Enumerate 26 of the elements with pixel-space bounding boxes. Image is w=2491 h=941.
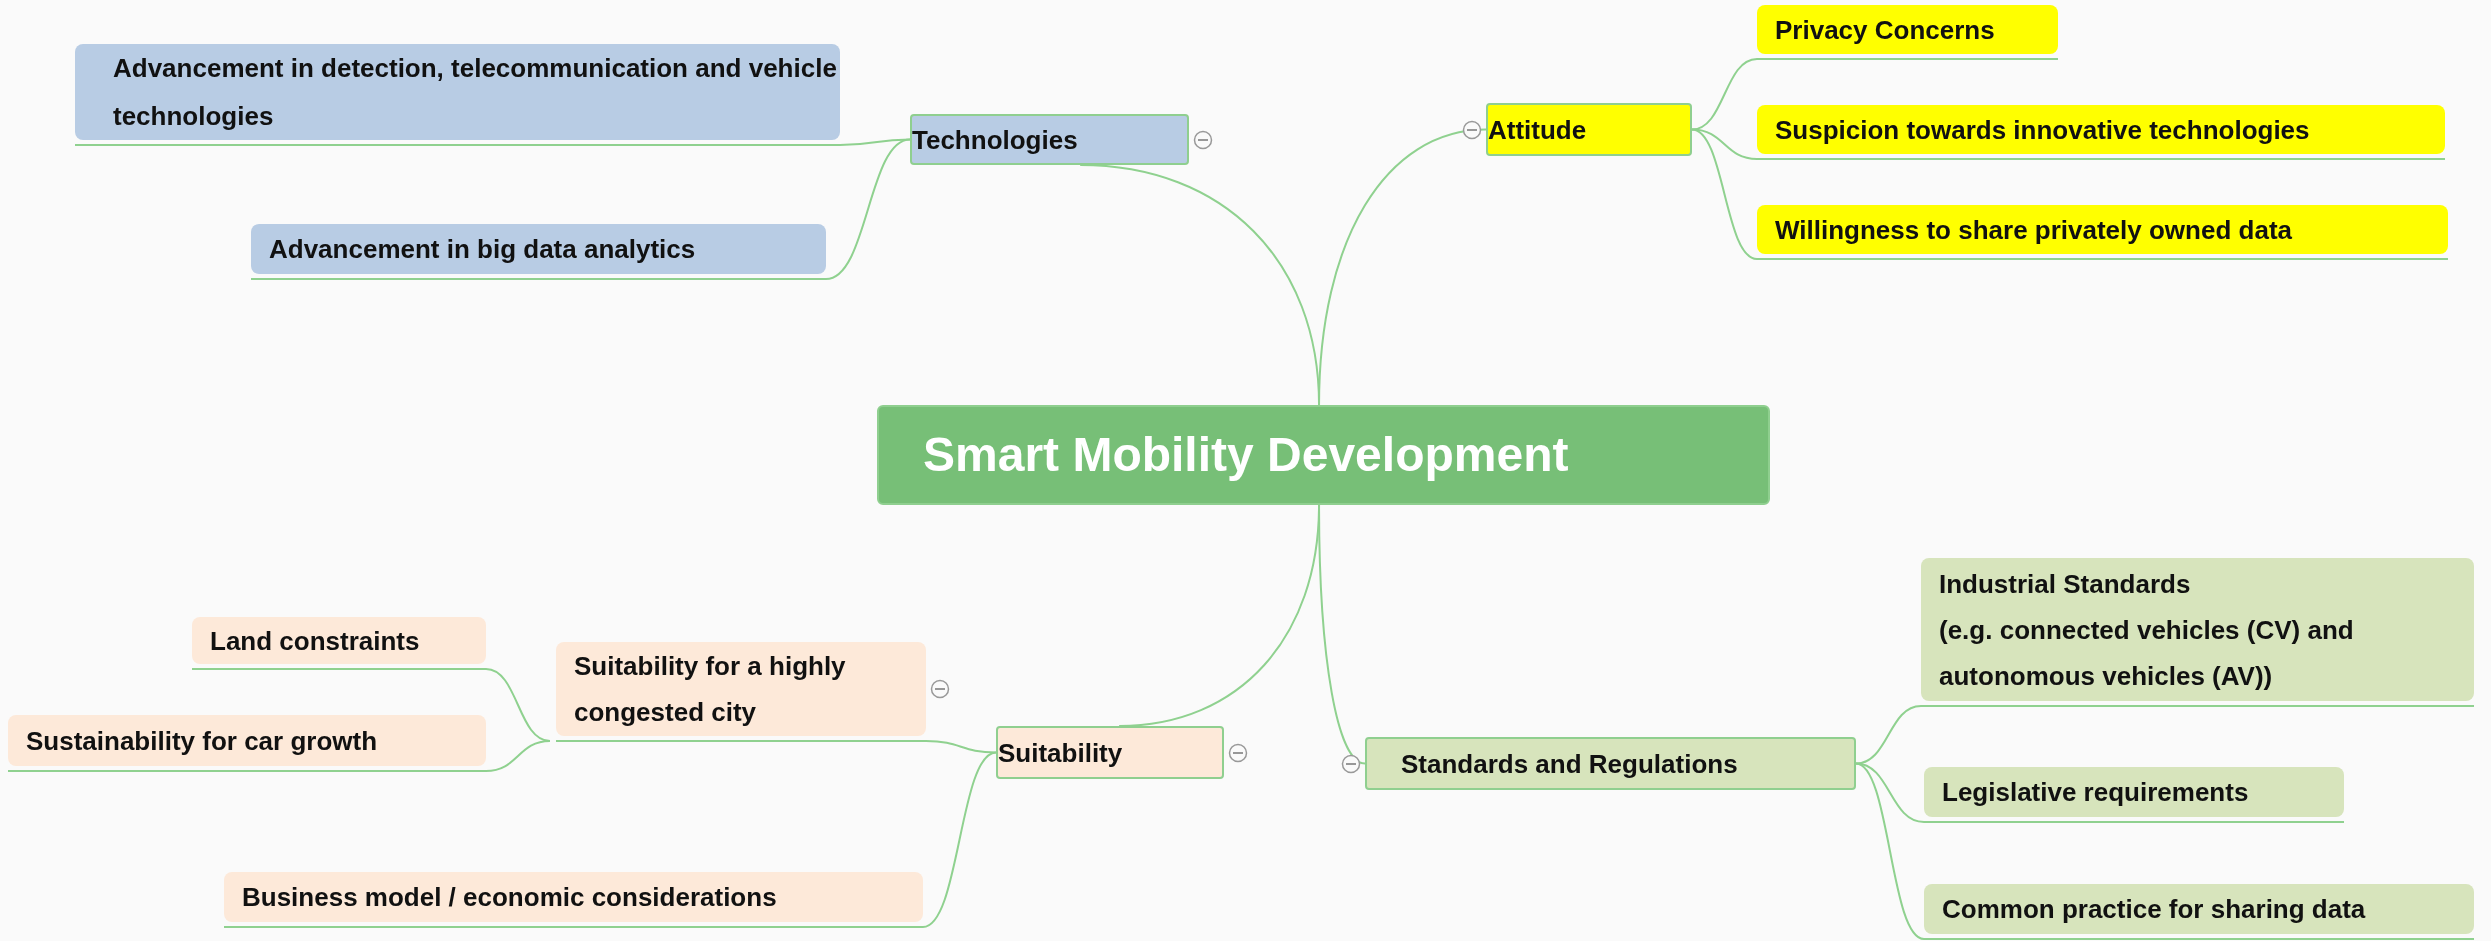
connector-line — [1855, 705, 2475, 765]
connector-line — [7, 740, 551, 772]
topic-box: Technologies — [910, 114, 1189, 165]
connector-line — [555, 740, 997, 754]
topic-box: Standards and Regulations — [1365, 737, 1856, 790]
topic-box: Legislative requirements — [1924, 767, 2344, 817]
central-topic-box: Smart Mobility Development — [877, 405, 1770, 505]
topic-box: Privacy Concerns — [1757, 5, 2058, 54]
topic-box: Land constraints — [192, 617, 486, 664]
connector-line — [1318, 128, 1487, 406]
topic-box: Suitability for a highly congested city — [556, 642, 926, 736]
topic-box: Suitability — [996, 726, 1224, 779]
topic-box: Common practice for sharing data — [1924, 884, 2474, 934]
connector-line — [1855, 762, 2475, 940]
topic-box: Sustainability for car growth — [8, 715, 486, 766]
topic-box: Advancement in big data analytics — [251, 224, 826, 274]
topic-box: Attitude — [1486, 103, 1692, 156]
connector-line — [1691, 128, 2449, 260]
topic-box: Suspicion towards innovative technologies — [1757, 105, 2445, 154]
topic-box: Willingness to share privately owned data — [1757, 205, 2448, 254]
connector-line — [1691, 58, 2059, 131]
topic-box: Industrial Standards (e.g. connected vehicles (CV) and autonomous vehicles (AV)) — [1921, 558, 2474, 701]
topic-box: Business model / economic considerations — [224, 872, 923, 922]
connector-line — [223, 751, 997, 928]
connector-line — [250, 138, 911, 280]
topic-box: Advancement in detection, telecommunication and vehicle technologies — [75, 44, 840, 140]
